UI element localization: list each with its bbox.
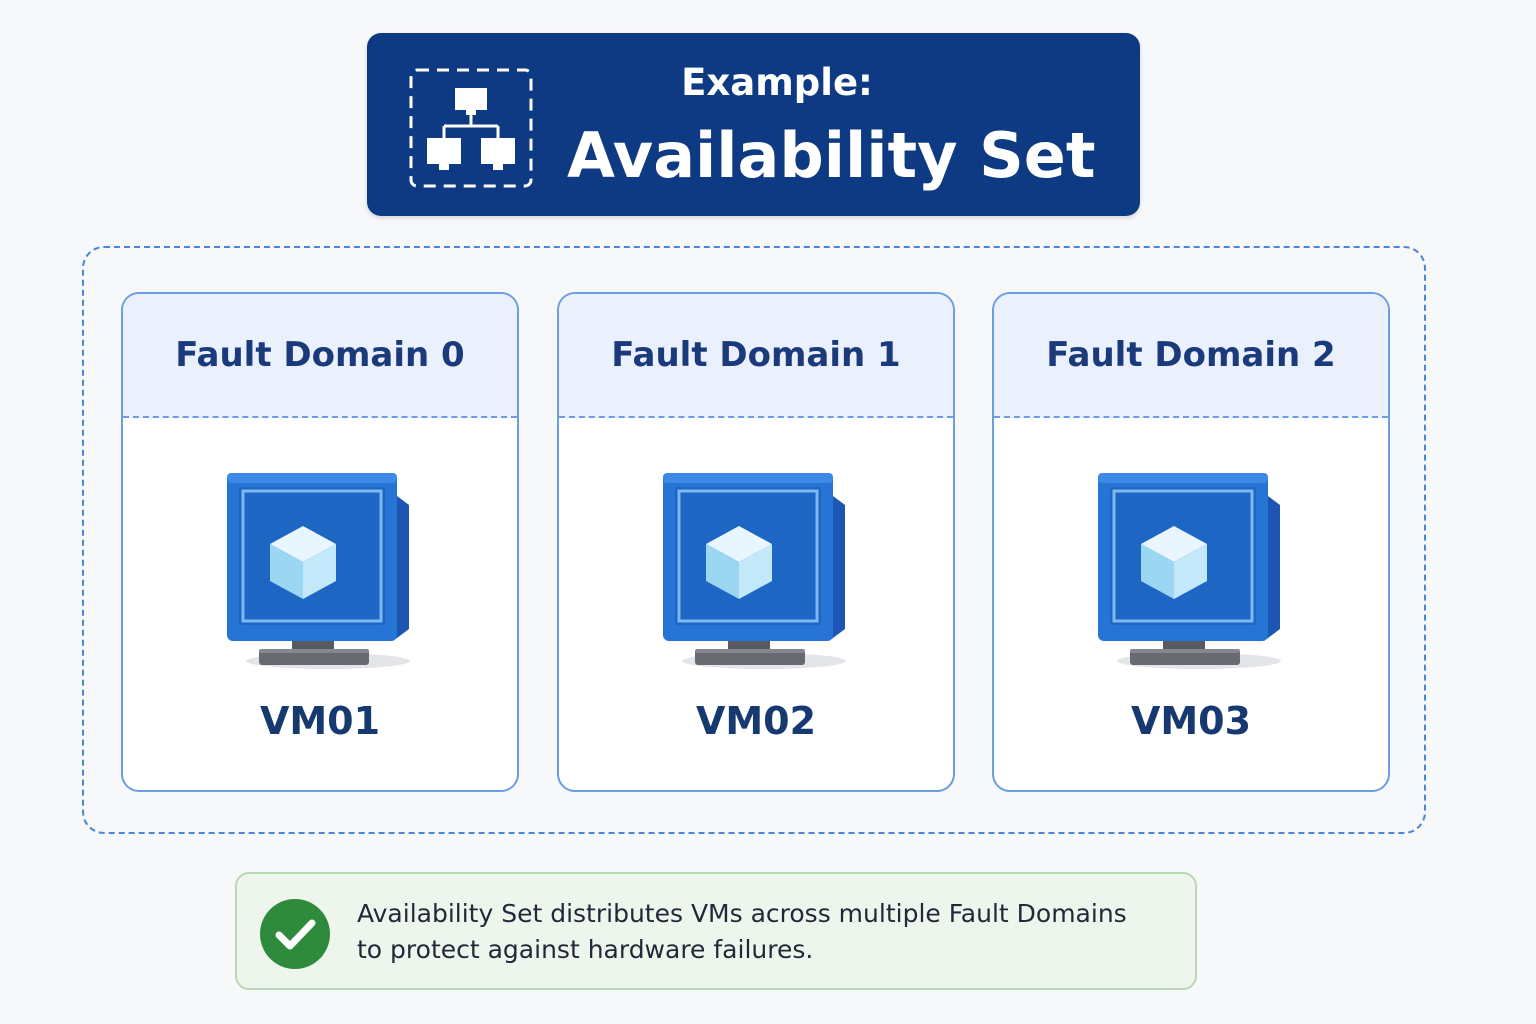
fault-domain-header: Fault Domain 0 — [123, 294, 517, 418]
note-line-2: to protect against hardware failures. — [357, 935, 814, 964]
fault-domain-title: Fault Domain 1 — [611, 335, 901, 375]
fault-domain-0: Fault Domain 0 VM01 — [121, 292, 519, 792]
vm-label: VM03 — [1130, 699, 1252, 743]
fault-domain-header: Fault Domain 1 — [559, 294, 953, 418]
fault-domain-title: Fault Domain 0 — [175, 335, 465, 375]
hierarchy-network-icon — [409, 68, 533, 188]
fault-domain-header: Fault Domain 2 — [994, 294, 1388, 418]
availability-set-boundary — [82, 246, 1426, 834]
virtual-machine-monitor-icon — [223, 469, 413, 669]
fault-domain-title: Fault Domain 2 — [1046, 335, 1336, 375]
virtual-machine-monitor-icon — [1094, 469, 1284, 669]
vm-label: VM02 — [695, 699, 817, 743]
header-title: Availability Set — [567, 119, 1096, 192]
availability-set-header: Example: Availability Set — [367, 33, 1140, 216]
note-line-1: Availability Set distributes VMs across … — [357, 899, 1127, 928]
header-subtitle: Example: — [681, 61, 873, 104]
virtual-machine-monitor-icon — [659, 469, 849, 669]
fault-domain-1: Fault Domain 1 VM02 — [557, 292, 955, 792]
info-note: Availability Set distributes VMs across … — [235, 872, 1197, 990]
checkmark-circle-icon — [260, 899, 330, 969]
fault-domain-2: Fault Domain 2 VM03 — [992, 292, 1390, 792]
note-text: Availability Set distributes VMs across … — [357, 896, 1177, 968]
vm-label: VM01 — [259, 699, 381, 743]
